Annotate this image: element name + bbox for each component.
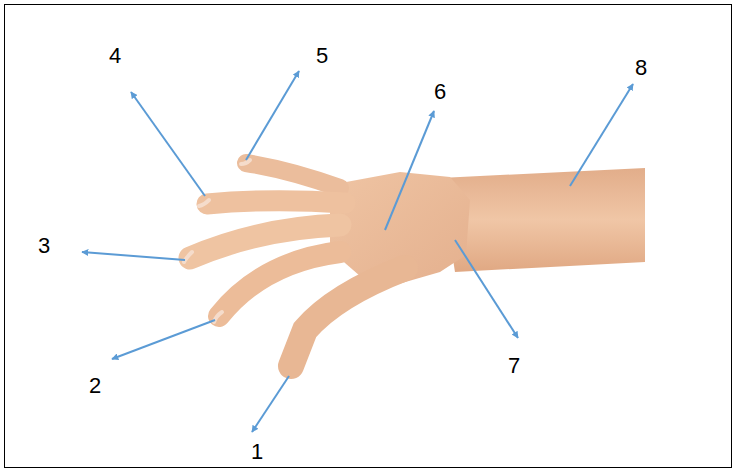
index-finger <box>219 252 340 316</box>
callout-number: 8 <box>635 57 647 79</box>
leader-arrows <box>82 71 633 432</box>
callout-number: 7 <box>508 355 520 377</box>
fingernail <box>199 200 209 206</box>
leader-arrow <box>455 240 518 338</box>
callout-number: 5 <box>316 45 328 67</box>
leader-arrow <box>131 92 205 196</box>
forearm <box>440 168 645 272</box>
leader-arrow <box>112 320 215 359</box>
hand-drawing <box>184 160 645 366</box>
leader-arrow <box>252 376 289 432</box>
fingernail <box>241 160 250 164</box>
fingernail <box>184 252 192 262</box>
little-finger <box>246 163 340 188</box>
leader-arrow <box>82 252 185 260</box>
thumb <box>291 268 405 366</box>
callout-number: 3 <box>38 235 50 257</box>
callout-number: 4 <box>109 45 121 67</box>
leader-arrow <box>385 111 434 230</box>
callout-number: 2 <box>89 375 101 397</box>
leader-arrow <box>570 84 633 186</box>
leader-arrow <box>246 71 299 160</box>
frame-border <box>5 5 732 468</box>
fingernail <box>214 312 222 322</box>
callout-number: 1 <box>251 441 263 463</box>
callout-number: 6 <box>434 81 446 103</box>
ring-finger <box>207 201 345 204</box>
